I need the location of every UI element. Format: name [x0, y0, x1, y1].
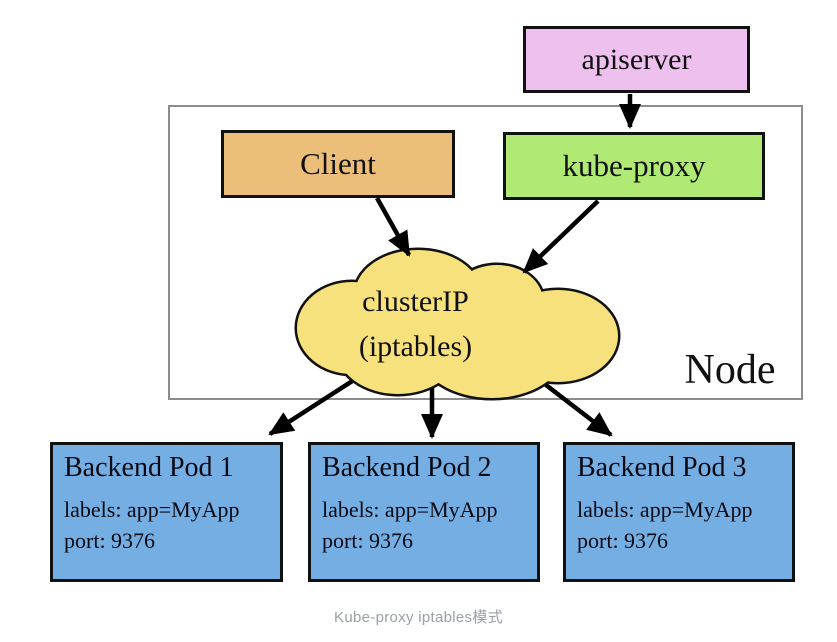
- apiserver-label: apiserver: [581, 42, 692, 76]
- kube-proxy-box: kube-proxy: [503, 132, 765, 200]
- pod-labels: labels: app=MyApp: [64, 496, 240, 522]
- pod-labels: labels: app=MyApp: [577, 496, 753, 522]
- cluster-ip-cloud: [294, 247, 621, 401]
- pod-title: Backend Pod 3: [577, 452, 747, 483]
- client-label: Client: [300, 146, 376, 181]
- pod-port: port: 9376: [64, 528, 156, 554]
- figure-caption: Kube-proxy iptables模式: [334, 609, 503, 626]
- cluster-ip-subtitle: (iptables): [358, 330, 473, 363]
- backend-pod-1-box: Backend Pod 1 labels: app=MyApp port: 93…: [50, 442, 283, 582]
- node-label: Node: [684, 347, 776, 393]
- kube-proxy-label: kube-proxy: [562, 148, 706, 183]
- pod-port: port: 9376: [322, 528, 414, 554]
- apiserver-box: apiserver: [523, 26, 750, 93]
- backend-pod-3-box: Backend Pod 3 labels: app=MyApp port: 93…: [563, 442, 795, 582]
- client-box: Client: [221, 130, 455, 198]
- pod-title: Backend Pod 2: [322, 452, 492, 483]
- cluster-ip-title: clusterIP: [362, 285, 469, 318]
- arrow-kubeproxy-to-cloud: [522, 199, 600, 274]
- pod-port: port: 9376: [577, 528, 669, 554]
- pod-title: Backend Pod 1: [64, 452, 234, 483]
- arrow-client-to-cloud: [375, 196, 411, 257]
- pod-labels: labels: app=MyApp: [322, 496, 498, 522]
- backend-pod-2-box: Backend Pod 2 labels: app=MyApp port: 93…: [308, 442, 540, 582]
- top-arrows: [375, 94, 641, 274]
